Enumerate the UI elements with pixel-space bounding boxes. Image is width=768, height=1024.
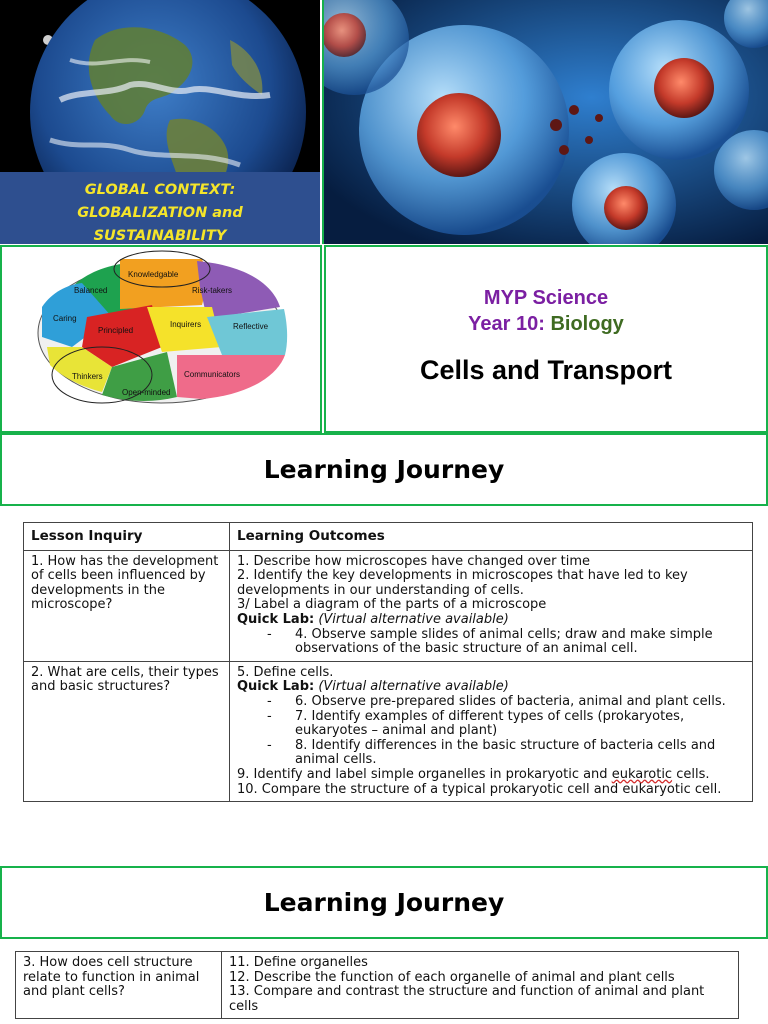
quick-lab-note: (Virtual alternative available) [318,611,509,627]
course-year-prefix: Year 10: [468,313,545,335]
outcome-text: 4. Observe sample slides of animal cells… [295,626,713,657]
outcome-item: 13. Compare and contrast the structure a… [229,984,705,1014]
outcome-item: 11. Define organelles [229,955,368,970]
unit-title: Cells and Transport [419,355,673,385]
global-context-line-3: SUSTAINABILITY [93,228,227,244]
course-year-subject: Biology [550,313,624,335]
lesson-inquiry-cell: 1. How has the development of cells been… [23,549,230,662]
table-row: 2. What are cells, their types and basic… [23,660,753,803]
learning-journey-table-2: 3. How does cell structure relate to fun… [15,950,739,1020]
lp-knowledgable: Knowledgable [128,270,179,279]
quick-lab-label: Quick Lab: [237,611,315,627]
outcome-item: 12. Describe the function of each organe… [229,969,675,985]
outcome-text: 9. Identify and label simple organelles … [237,766,608,782]
learning-journey-heading: Learning Journey [263,455,505,484]
global-context-banner: GLOBAL CONTEXT: GLOBALIZATION and SUSTAI… [0,172,320,244]
outcome-item: - 8. Identify differences in the basic st… [237,737,745,768]
lp-risk-takers: Risk-takers [192,286,232,295]
quick-lab-note: (Virtual alternative available) [318,679,509,695]
lp-open-minded: Open-minded [122,388,170,397]
learning-outcomes-cell: 1. Describe how microscopes have changed… [229,549,753,662]
cells-graphic [324,0,768,244]
learning-journey-table: Lesson Inquiry Learning Outcomes 1. How … [23,522,753,803]
learner-profile-puzzle: Knowledgable Balanced Risk-takers Caring… [37,250,288,404]
learning-outcomes-cell: 5. Define cells. Quick Lab: (Virtual alt… [229,660,753,803]
outcome-text: 7. Identify examples of different types … [295,708,685,739]
bullet-dash: - [267,737,272,753]
bullet-dash: - [267,626,272,642]
quick-lab-line: Quick Lab: (Virtual alternative availabl… [237,680,745,695]
bullet-dash: - [267,708,272,724]
cells-image [322,0,768,244]
lp-communicators: Communicators [184,370,240,379]
quick-lab-label: Quick Lab: [237,679,315,695]
table-row: 1. How has the development of cells been… [23,549,753,662]
learning-outcomes-cell: 11. Define organelles 12. Describe the f… [221,950,739,1020]
lp-balanced: Balanced [74,286,107,295]
table-row: 3. How does cell structure relate to fun… [15,950,739,1020]
table-header-row: Lesson Inquiry Learning Outcomes [23,522,753,551]
learning-journey-heading-box: Learning Journey [0,433,768,506]
outcome-text: 6. Observe pre-prepared slides of bacter… [295,693,726,709]
learning-journey-heading-box-2: Learning Journey [0,866,768,939]
quick-lab-line: Quick Lab: (Virtual alternative availabl… [237,611,745,628]
outcome-item: - 7. Identify examples of different types… [237,708,745,739]
outcome-text: 8. Identify differences in the basic str… [295,737,716,768]
lp-reflective: Reflective [233,322,269,331]
outcome-item: - 4. Observe sample slides of animal cell… [237,626,745,657]
learning-journey-heading: Learning Journey [263,888,505,917]
lesson-inquiry-cell: 2. What are cells, their types and basic… [23,660,230,803]
course-year: Year 10: Biology [326,313,766,336]
outcome-item: 9. Identify and label simple organelles … [237,766,745,783]
header-lesson-inquiry: Lesson Inquiry [23,522,230,551]
course-title-box: MYP Science Year 10: Biology Cells and T… [324,245,768,433]
global-context-line-2: GLOBALIZATION and [77,205,243,221]
header-learning-outcomes: Learning Outcomes [229,522,753,551]
lp-caring: Caring [53,314,77,323]
earth-image: GLOBAL CONTEXT: GLOBALIZATION and SUSTAI… [0,0,320,244]
bullet-dash: - [267,693,272,709]
outcome-item: - 6. Observe pre-prepared slides of bacte… [237,693,745,710]
outcome-item: 5. Define cells. [237,664,334,680]
outcome-item: 1. Describe how microscopes have changed… [237,553,590,569]
outcome-item: 10. Compare the structure of a typical p… [237,781,722,797]
course-subject: MYP Science [483,287,609,309]
outcome-text: cells. [676,766,710,782]
learner-profile-box: Knowledgable Balanced Risk-takers Caring… [0,245,322,433]
lp-inquirers: Inquirers [170,320,201,329]
outcome-misspelled-word: eukarotic [611,766,673,782]
lesson-inquiry-cell: 3. How does cell structure relate to fun… [15,950,222,1020]
global-context-line-1: GLOBAL CONTEXT: [84,182,236,198]
outcome-item: 3/ Label a diagram of the parts of a mic… [237,597,547,613]
lp-principled: Principled [98,326,133,335]
outcome-item: 2. Identify the key developments in micr… [237,568,688,598]
lp-thinkers: Thinkers [72,372,103,381]
